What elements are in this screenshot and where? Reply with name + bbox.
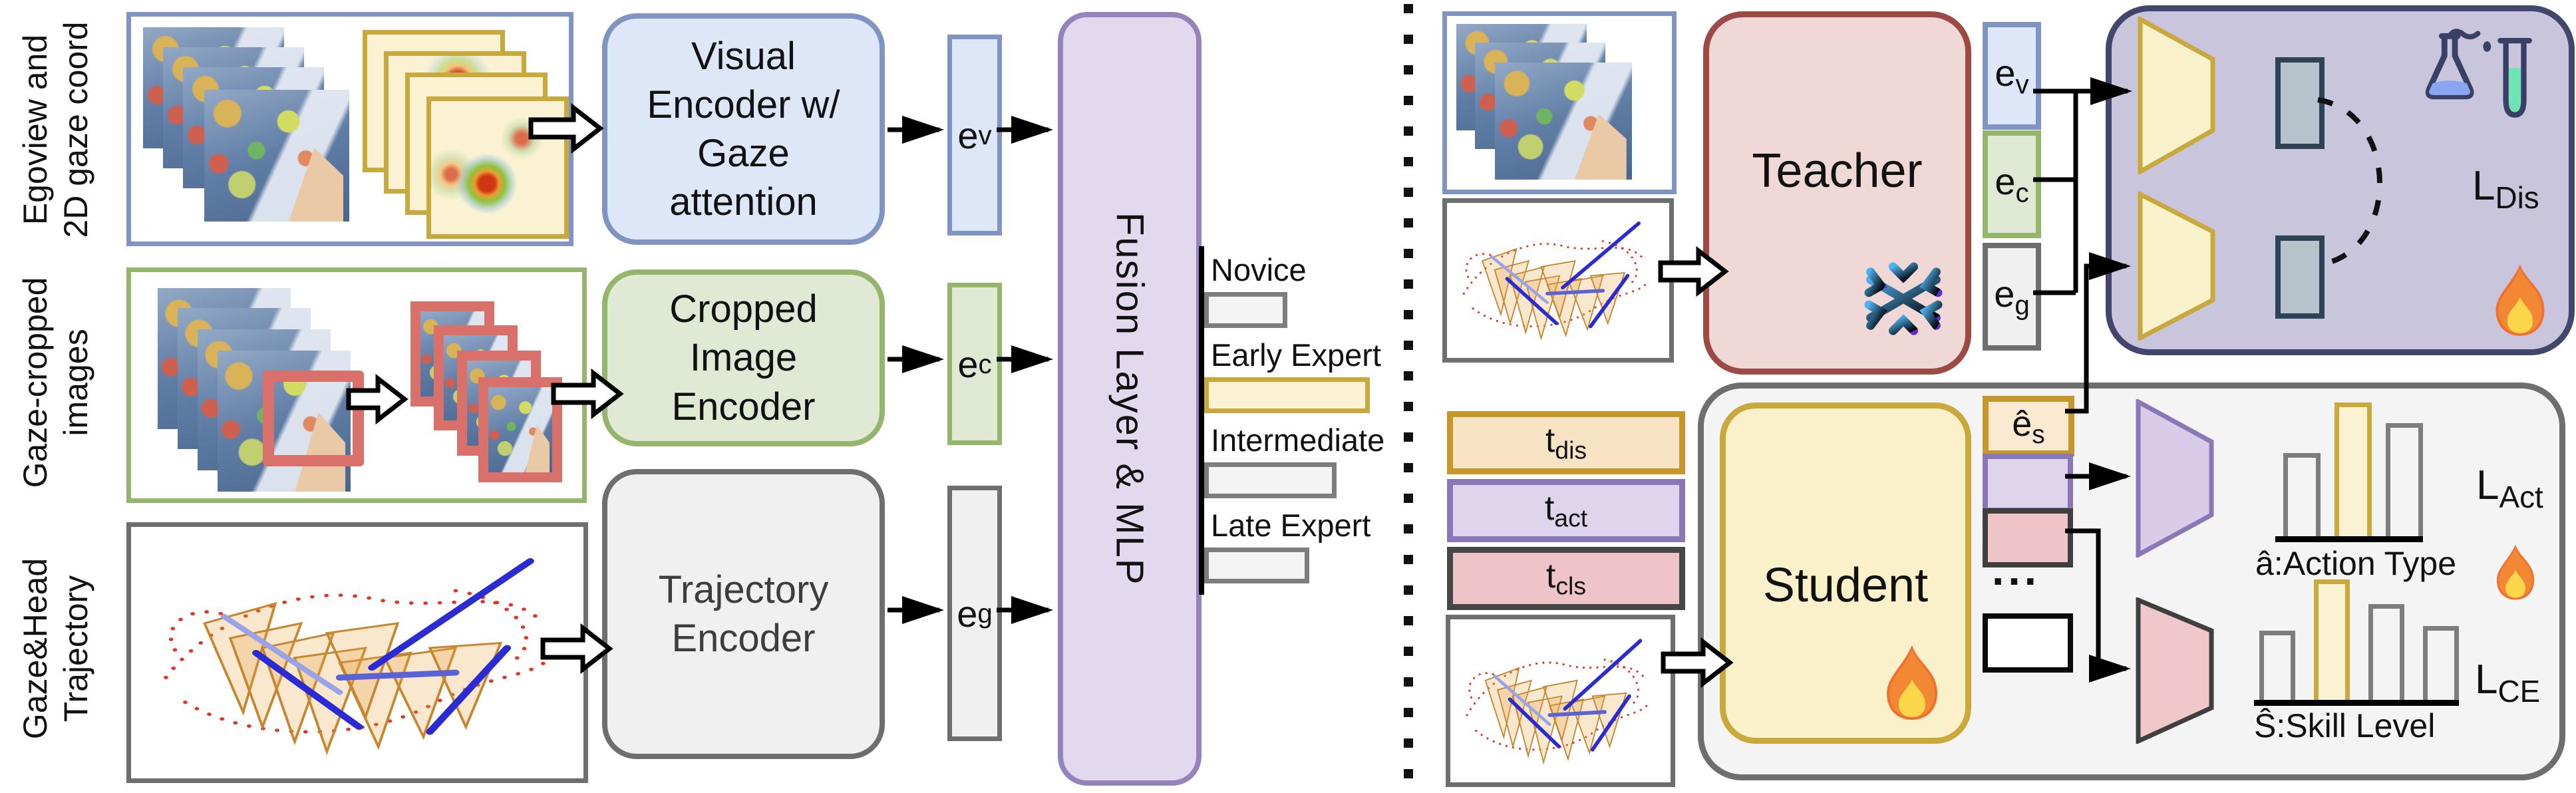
skill-level-chart xyxy=(2254,579,2459,706)
student-projection-trapezoid xyxy=(2138,192,2215,341)
gaze-cropped-input-box xyxy=(126,267,587,503)
hchart-row: Intermediate xyxy=(1204,422,1384,498)
action-loss-label: LAct xyxy=(2476,462,2543,514)
distillation-loss-label: LDis xyxy=(2472,163,2539,215)
snowflake-icon xyxy=(1864,255,1943,342)
egoview-input-box xyxy=(126,12,573,246)
row-label-trajectory: Gaze&Head Trajectory xyxy=(17,557,94,740)
hchart-row: Early Expert xyxy=(1204,337,1381,413)
action-type-caption: â:Action Type xyxy=(2255,545,2457,582)
row-label-egoview: Egoview and 2D gaze coord xyxy=(17,21,94,238)
student-action-token xyxy=(1983,454,2073,513)
cropped-image xyxy=(478,377,562,482)
hchart-bar xyxy=(1204,462,1337,498)
fusion-layer-mlp: Fusion Layer & MLP xyxy=(1058,12,1202,786)
hchart-label: Novice xyxy=(1211,252,1307,287)
ce-loss-label: LCE xyxy=(2475,657,2541,709)
ellipsis: ... xyxy=(1992,545,2041,594)
trajectory-plot xyxy=(164,558,554,756)
fire-icon xyxy=(1887,645,1937,720)
trajectory-encoder: Trajectory Encoder xyxy=(602,469,885,759)
fire-icon xyxy=(2496,544,2535,600)
hchart-label: Intermediate xyxy=(1211,422,1385,458)
cropped-image-encoder: Cropped Image Encoder xyxy=(602,269,885,446)
hchart-bar xyxy=(1204,548,1309,583)
gaze-crop-box xyxy=(263,371,364,466)
skill-probability-chart: Novice Early Expert Intermediate Late Ex… xyxy=(1199,246,1410,595)
hchart-bar xyxy=(1204,292,1287,328)
fire-icon xyxy=(2496,264,2545,336)
teacher-embedding-ev: ev xyxy=(1983,22,2041,130)
vchart-bar xyxy=(2368,604,2404,700)
teacher-model: Teacher xyxy=(1703,11,1971,375)
vchart-bar xyxy=(2334,402,2372,536)
hchart-row: Novice xyxy=(1204,251,1307,328)
skill-level-caption: Ŝ:Skill Level xyxy=(2254,707,2436,744)
teacher-embedding-ec: ec xyxy=(1983,130,2041,238)
gaze-heatmap xyxy=(426,96,569,239)
skill-head-trapezoid xyxy=(2136,597,2214,744)
hchart-bar xyxy=(1204,377,1370,413)
student-model: Student xyxy=(1720,402,1971,744)
student-feature-block xyxy=(2275,236,2325,319)
flask-icon xyxy=(2425,29,2492,100)
teacher-feature-block xyxy=(2275,57,2325,149)
vchart-bar xyxy=(2386,423,2423,536)
hchart-label: Early Expert xyxy=(1211,337,1381,373)
hchart-row: Late Expert xyxy=(1204,507,1370,583)
vchart-bar xyxy=(2259,631,2295,700)
vchart-bar xyxy=(2423,626,2459,700)
vchart-bar xyxy=(2283,453,2321,536)
vchart-bar xyxy=(2314,579,2350,700)
row-label-gaze-cropped: Gaze-cropped images xyxy=(17,277,94,488)
teacher-embedding-eg: eg xyxy=(1983,243,2041,351)
token-tcls: tcls xyxy=(1447,547,1685,610)
trajectory-input-box xyxy=(126,522,588,783)
dotted-divider xyxy=(1404,4,1413,790)
hchart-label: Late Expert xyxy=(1211,508,1371,543)
trajectory-plot xyxy=(1466,639,1651,765)
visual-encoder: Visual Encoder w/ Gaze attention xyxy=(602,13,885,245)
teacher-input-trajectory-box xyxy=(1442,198,1674,363)
student-extra-token xyxy=(1983,613,2073,673)
teacher-projection-trapezoid xyxy=(2138,17,2215,174)
action-head-trapezoid xyxy=(2136,399,2214,557)
teacher-frame xyxy=(1495,63,1632,180)
student-input-trajectory-box xyxy=(1446,615,1675,787)
teacher-input-frames-box xyxy=(1442,11,1677,194)
trajectory-plot xyxy=(1462,221,1650,341)
token-tact: tact xyxy=(1447,479,1685,542)
student-embedding-es: ês xyxy=(1983,396,2074,456)
token-tdis: tdis xyxy=(1447,411,1685,474)
egoview-frame xyxy=(204,90,349,222)
action-type-chart xyxy=(2275,402,2423,542)
test-tube-icon xyxy=(2497,37,2532,118)
